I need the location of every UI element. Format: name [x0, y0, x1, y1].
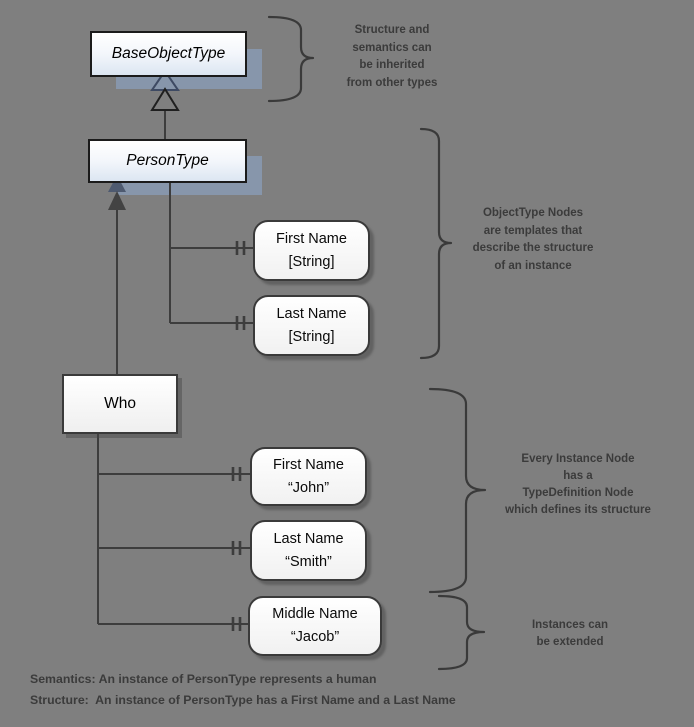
annotation-line: TypeDefinition Node	[522, 487, 634, 499]
annotation-line: Every Instance Node	[521, 453, 635, 465]
annotation-line: be extended	[536, 636, 604, 648]
hasproperty-tick-marks	[231, 241, 246, 631]
annotation-extended: Instances can be extended	[502, 617, 638, 651]
node-baseobjecttype: BaseObjectType	[90, 31, 247, 77]
annotation-line: from other types	[346, 76, 438, 89]
brace-inheritance	[267, 15, 315, 103]
footer-structure: Structure: An instance of PersonType has…	[30, 693, 456, 707]
annotation-line: describe the structure	[472, 242, 594, 254]
property-name: First Name	[273, 456, 344, 473]
node-baseobjecttype-label: BaseObjectType	[111, 45, 226, 62]
property-value: “Jacob”	[290, 629, 340, 645]
annotation-line: has a	[563, 470, 593, 482]
property-name: Last Name	[273, 530, 344, 547]
property-datatype: [String]	[288, 253, 335, 270]
typedefinition-arrowhead-icon	[108, 191, 126, 210]
property-value: “John”	[287, 479, 330, 496]
annotation-line: semantics can	[352, 41, 432, 54]
property-value: “Smith”	[285, 553, 332, 570]
brace-extended	[437, 594, 486, 671]
instance-property-connectors	[97, 429, 251, 625]
annotation-line: Instances can	[531, 619, 609, 631]
annotation-objecttype: ObjectType Nodes are templates that desc…	[452, 205, 614, 275]
annotation-line: ObjectType Nodes	[482, 207, 584, 219]
footer-semantics: Semantics: An instance of PersonType rep…	[30, 672, 377, 686]
node-type-last-name: Last Name [String]	[253, 295, 370, 356]
annotation-line: of an instance	[494, 259, 572, 272]
node-instance-last-name: Last Name “Smith”	[250, 520, 367, 581]
node-who-label: Who	[104, 395, 136, 412]
node-instance-first-name: First Name “John”	[250, 447, 367, 506]
property-name: First Name	[276, 230, 347, 247]
type-property-connectors	[169, 178, 253, 324]
node-persontype-label: PersonType	[126, 152, 209, 169]
typedefinition-arrowhead-upper-icon	[108, 175, 126, 192]
property-name: Last Name	[276, 305, 347, 322]
annotation-instance: Every Instance Node has a TypeDefinition…	[487, 451, 669, 519]
node-type-first-name: First Name [String]	[253, 220, 370, 281]
property-datatype: [String]	[288, 328, 335, 345]
annotation-line: are templates that	[483, 224, 583, 237]
node-persontype: PersonType	[88, 139, 247, 183]
annotation-line: be inherited	[359, 59, 425, 71]
inheritance-arrowhead-icon	[150, 87, 180, 111]
node-who: Who	[62, 374, 178, 434]
node-instance-middle-name: Middle Name “Jacob”	[248, 596, 382, 656]
brace-objecttype	[419, 127, 453, 360]
brace-instance	[428, 387, 487, 594]
property-name: Middle Name	[272, 606, 358, 622]
annotation-line: which defines its structure	[505, 504, 651, 516]
annotation-inheritance: Structure and semantics can be inherited…	[312, 22, 472, 92]
annotation-line: Structure and	[354, 24, 430, 36]
